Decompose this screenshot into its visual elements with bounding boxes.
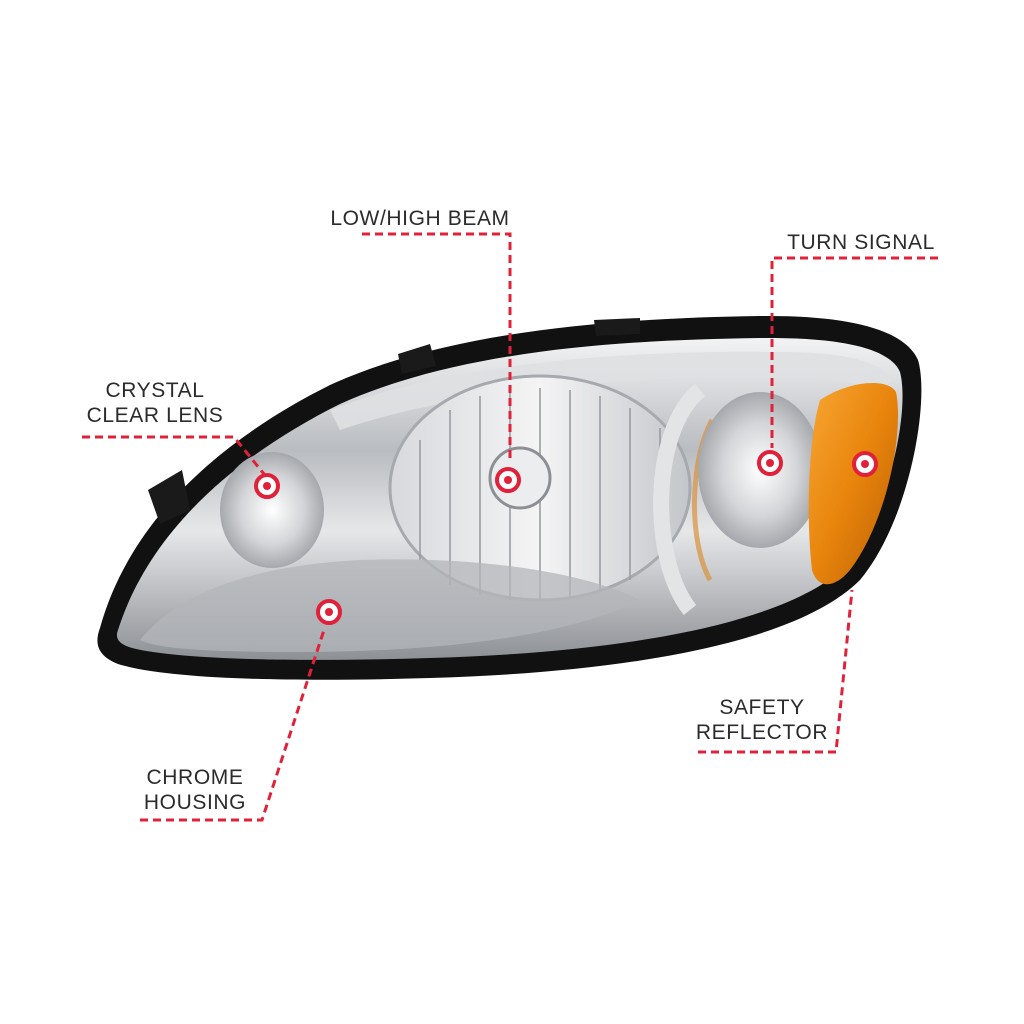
callout-safety-reflector: SAFETY REFLECTOR bbox=[690, 695, 834, 745]
mounting-tab bbox=[148, 470, 190, 524]
callout-text: REFLECTOR bbox=[695, 721, 829, 744]
mounting-tab bbox=[398, 344, 436, 374]
callout-crystal-clear-lens: CRYSTAL CLEAR LENS bbox=[80, 378, 230, 428]
callout-text: CLEAR LENS bbox=[86, 404, 224, 427]
callout-low-high-beam: LOW/HIGH BEAM bbox=[320, 206, 520, 231]
leader-line-crystal-clear-lens bbox=[82, 435, 266, 475]
amber-side-reflector bbox=[808, 382, 899, 585]
marker-turn-signal bbox=[757, 450, 783, 476]
callout-turn-signal: TURN SIGNAL bbox=[776, 230, 946, 255]
callout-text: TURN SIGNAL bbox=[787, 231, 935, 254]
leader-line-chrome-housing bbox=[140, 629, 326, 822]
callout-text: LOW/HIGH BEAM bbox=[330, 207, 510, 230]
leader-line-low-high-beam bbox=[362, 232, 512, 462]
callout-text: CRYSTAL bbox=[105, 379, 205, 402]
mounting-tab bbox=[594, 318, 640, 336]
callout-text: HOUSING bbox=[143, 791, 247, 814]
marker-chrome-housing bbox=[316, 599, 342, 625]
callout-text: SAFETY bbox=[719, 696, 805, 719]
leader-line-safety-reflector bbox=[698, 589, 854, 754]
callout-chrome-housing: CHROME HOUSING bbox=[130, 765, 260, 815]
callout-text: CHROME bbox=[146, 766, 244, 789]
callout-leaders bbox=[82, 232, 938, 822]
chrome-arc bbox=[653, 383, 706, 615]
marker-crystal-clear-lens bbox=[254, 473, 280, 499]
marker-safety-reflector bbox=[852, 451, 878, 477]
leader-line-turn-signal bbox=[770, 256, 938, 448]
side-reflector bbox=[220, 452, 324, 568]
marker-dots bbox=[254, 450, 878, 625]
marker-low-high-beam bbox=[495, 467, 521, 493]
headlight-body bbox=[97, 315, 922, 680]
upper-chrome-strip bbox=[330, 351, 892, 430]
lower-chrome-housing bbox=[140, 559, 640, 652]
